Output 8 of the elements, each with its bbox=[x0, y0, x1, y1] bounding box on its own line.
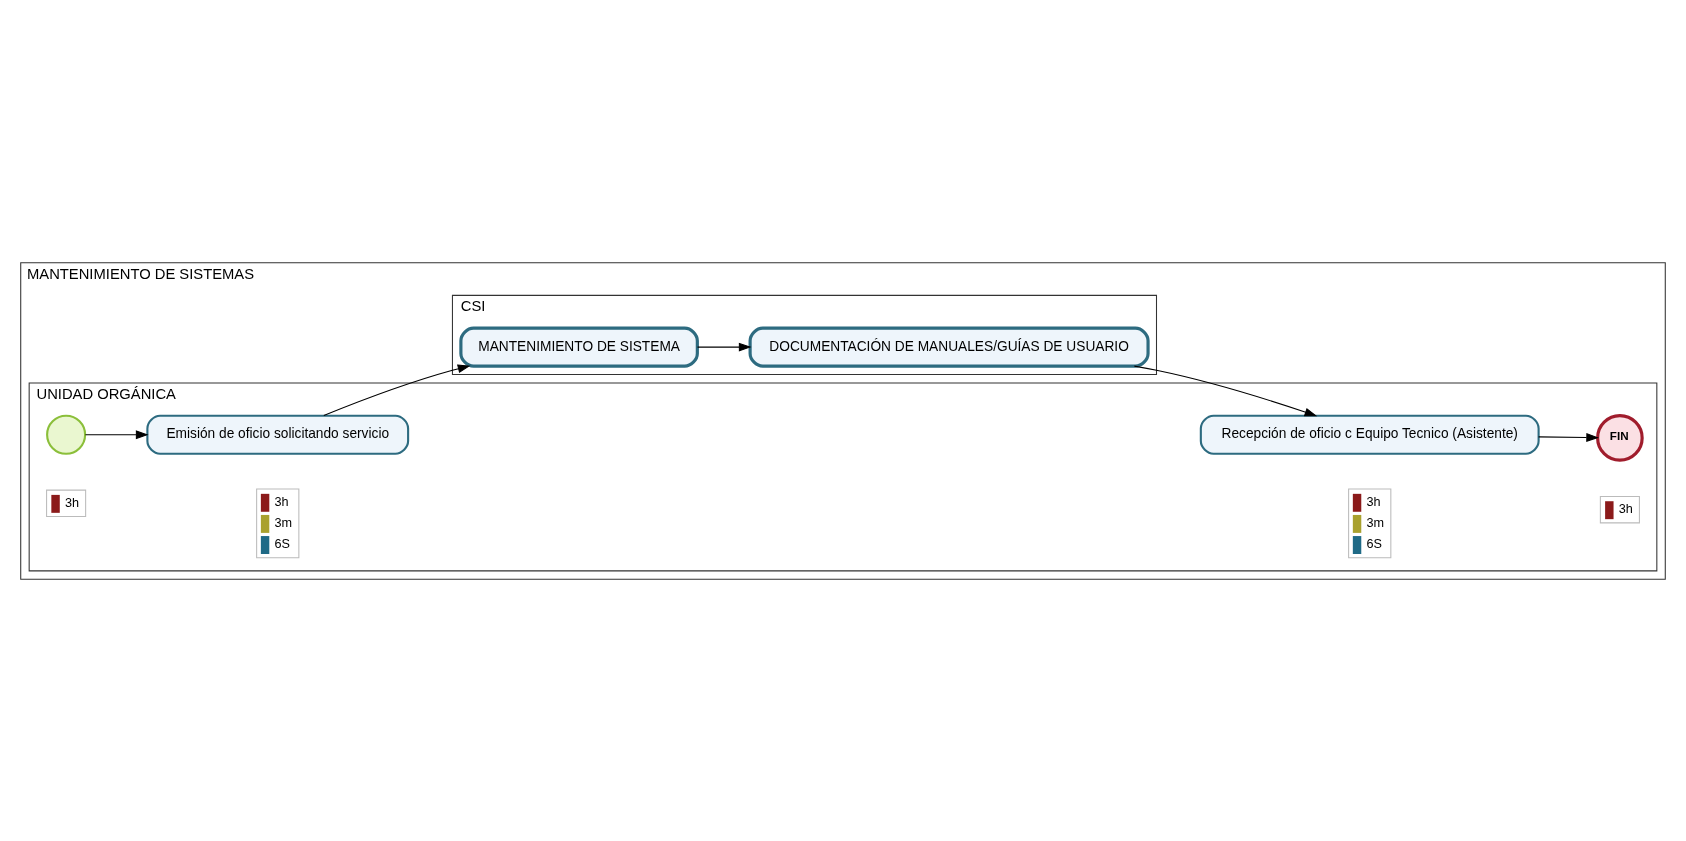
node-label: 3h bbox=[274, 494, 289, 509]
node-label: 6S bbox=[274, 536, 291, 551]
node-label: 3h bbox=[1618, 501, 1633, 516]
node-label: 3h bbox=[65, 495, 80, 510]
node-label: 3m bbox=[274, 515, 293, 530]
node-label: 3m bbox=[1366, 515, 1385, 530]
node-label: 3h bbox=[1366, 494, 1381, 509]
node-label: 6S bbox=[1366, 536, 1383, 551]
